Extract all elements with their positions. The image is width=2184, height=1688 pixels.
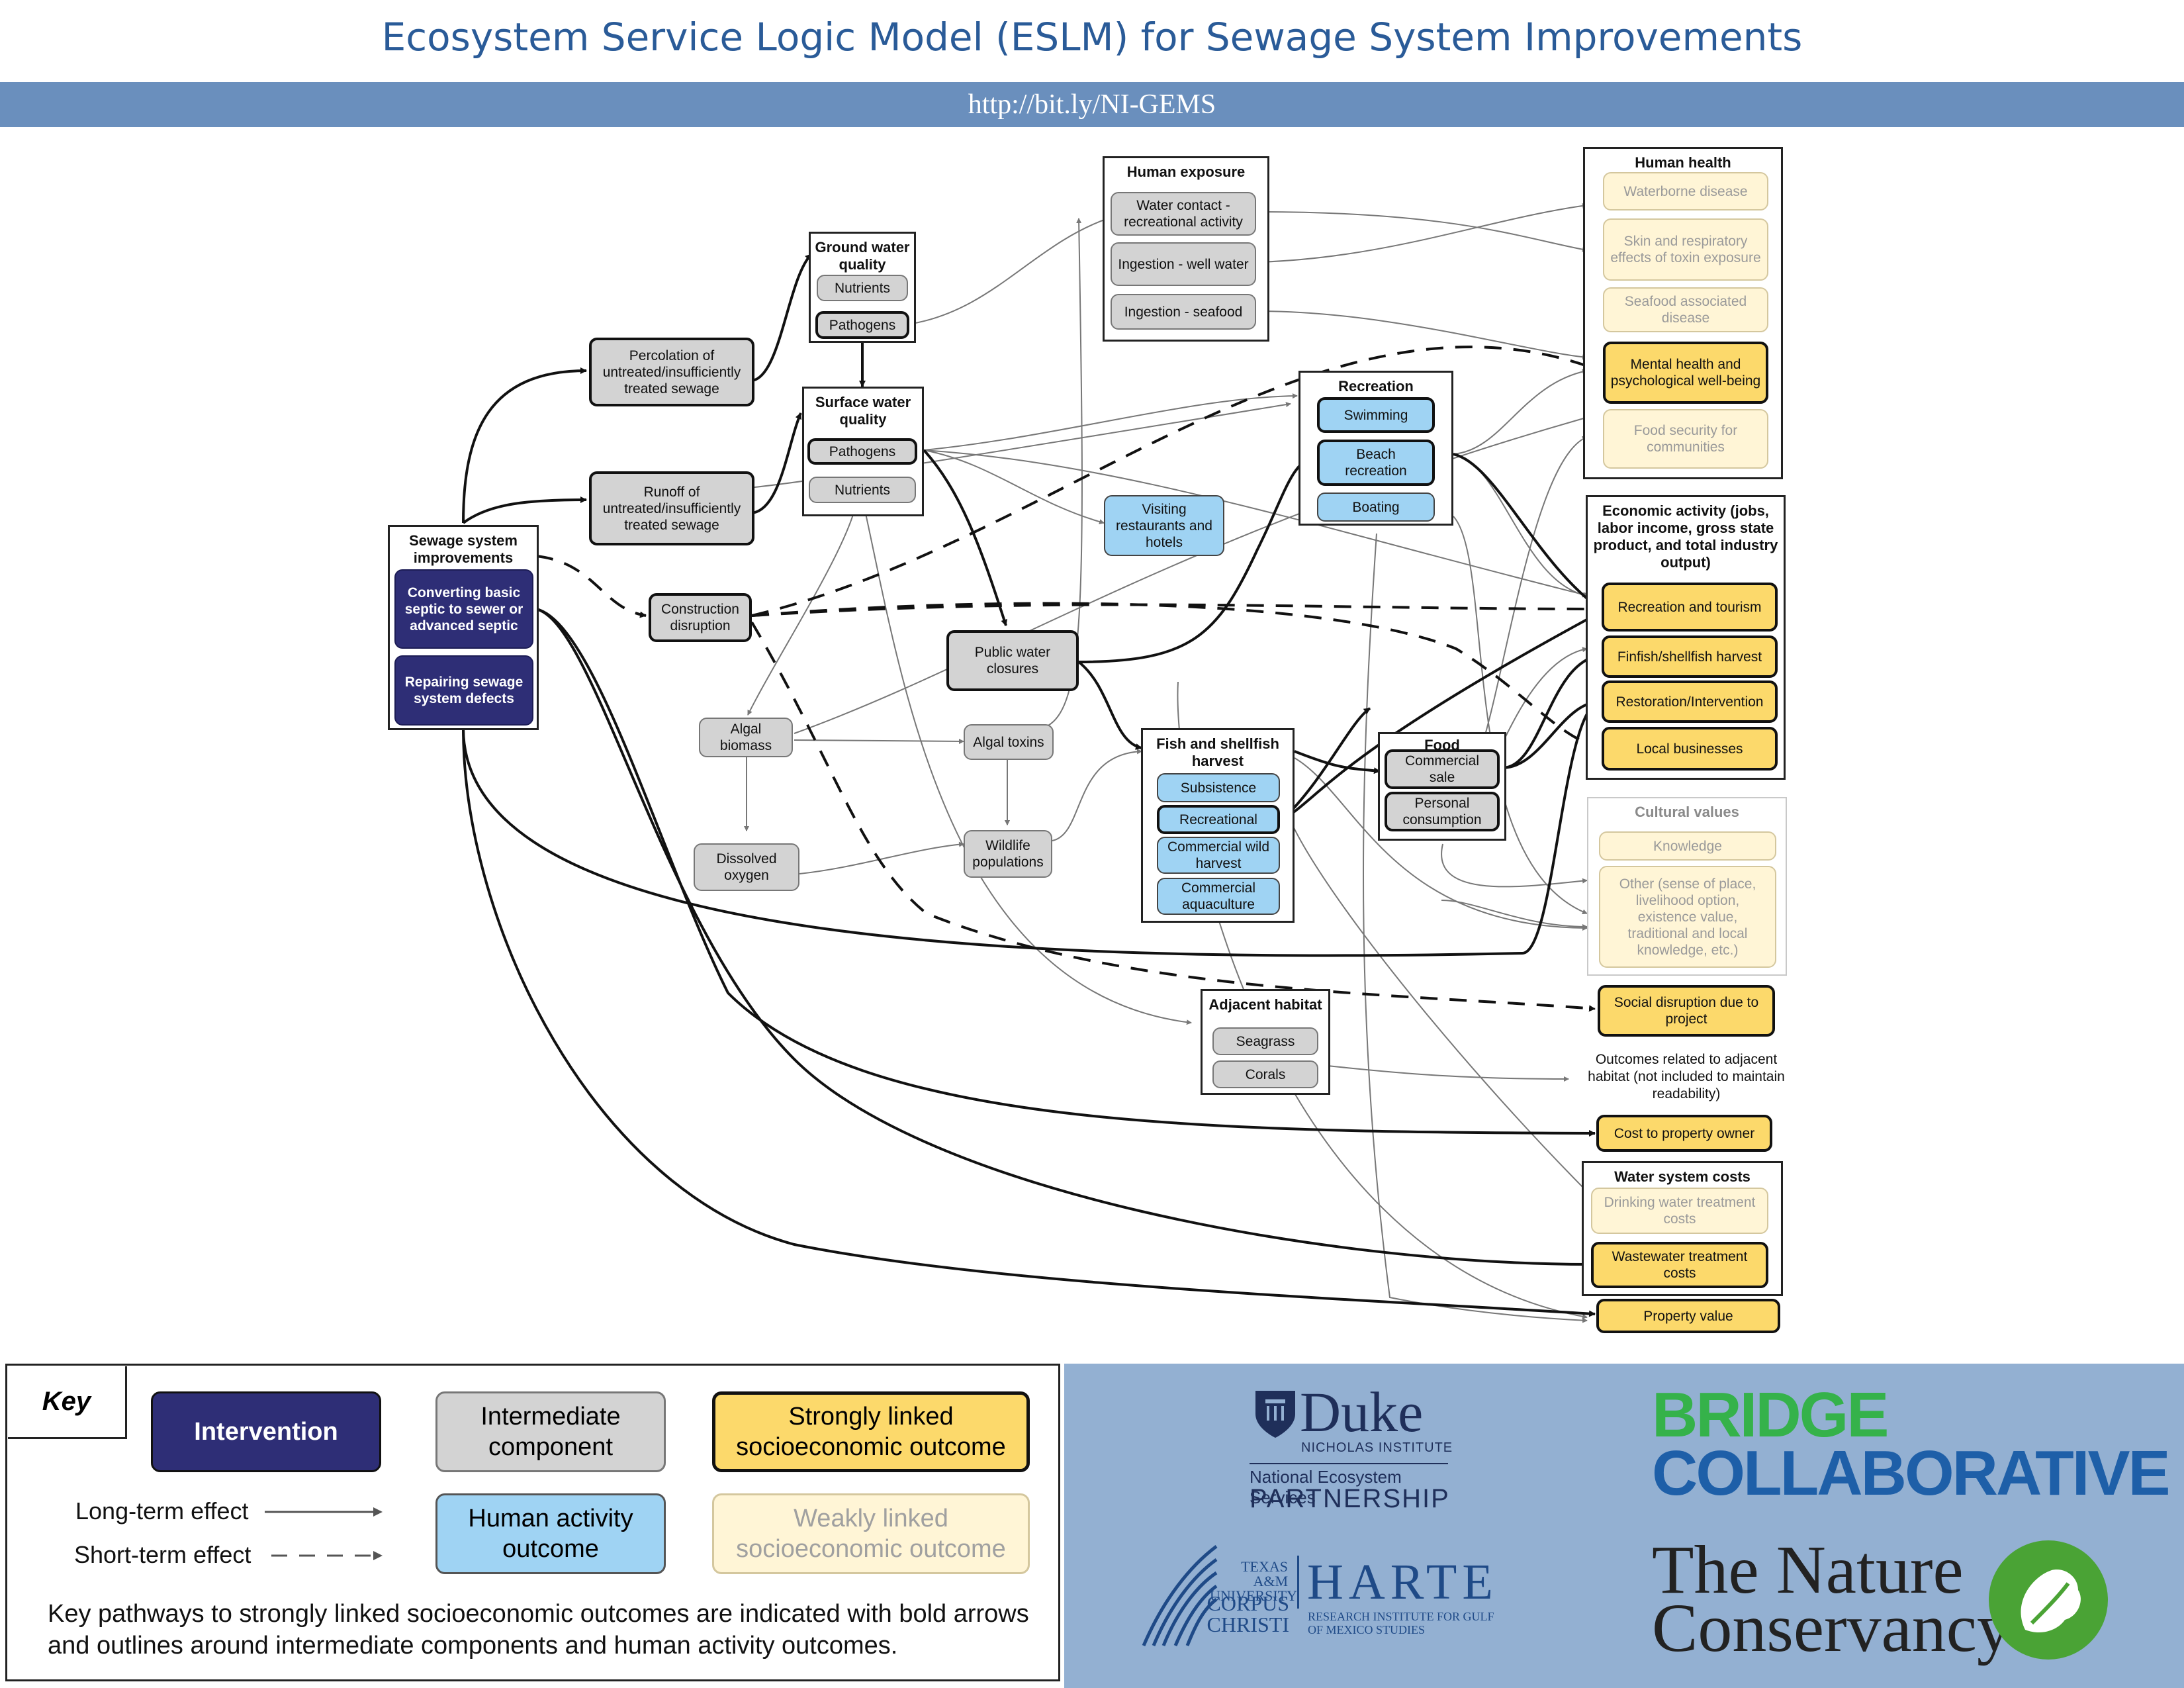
node-recreational[interactable]: Recreational <box>1157 805 1280 834</box>
tnc-leaf-icon <box>1989 1540 2108 1660</box>
node-percolation[interactable]: Percolation of untreated/insufficiently … <box>589 338 754 406</box>
node-drinking-water[interactable]: Drinking water treatment costs <box>1591 1188 1768 1234</box>
legend-title: Key <box>8 1366 127 1439</box>
legend-intervention: Intervention <box>151 1391 381 1472</box>
node-skin-respiratory[interactable]: Skin and respiratory effects of toxin ex… <box>1603 218 1768 281</box>
adjacent-habitat-note: Outcomes related to adjacent habitat (no… <box>1588 1052 1785 1102</box>
legend-long-term-label: Long-term effect <box>75 1497 249 1524</box>
legend-strong: Strongly linked socioeconomic outcome <box>712 1391 1030 1472</box>
node-swimming[interactable]: Swimming <box>1317 397 1435 433</box>
tamucc-wing-icon <box>1142 1545 1218 1646</box>
group-title: Recreation <box>1338 378 1414 395</box>
tamucc-line-2: CORPUS CHRISTI <box>1206 1591 1290 1636</box>
node-visiting-restaurants[interactable]: Visiting restaurants and hotels <box>1104 495 1224 556</box>
legend-human-activity: Human activity outcome <box>435 1493 666 1574</box>
node-corals[interactable]: Corals <box>1212 1060 1318 1088</box>
group-title: Ground water quality <box>815 239 910 273</box>
node-gw-pathogens[interactable]: Pathogens <box>815 311 909 339</box>
logo-panel: Duke NICHOLAS INSTITUTE National Ecosyst… <box>1064 1364 2184 1688</box>
node-finfish-harvest[interactable]: Finfish/shellfish harvest <box>1602 635 1778 678</box>
node-wildlife-populations[interactable]: Wildlife populations <box>964 830 1052 878</box>
group-title: Sewage system improvements <box>409 532 518 566</box>
node-ingestion-well[interactable]: Ingestion - well water <box>1111 242 1256 286</box>
node-seafood-disease[interactable]: Seafood associated disease <box>1603 287 1768 332</box>
page-title: Ecosystem Service Logic Model (ESLM) for… <box>381 15 1803 60</box>
group-title: Surface water quality <box>815 394 911 428</box>
tnc-line-1: The Nature <box>1652 1532 1964 1608</box>
node-seagrass[interactable]: Seagrass <box>1212 1027 1318 1055</box>
node-cost-property-owner[interactable]: Cost to property owner <box>1596 1115 1772 1152</box>
node-food-security[interactable]: Food security for communities <box>1603 409 1768 469</box>
node-sw-pathogens[interactable]: Pathogens <box>807 438 917 465</box>
node-gw-nutrients[interactable]: Nutrients <box>817 275 908 301</box>
group-title: Human exposure <box>1126 164 1246 180</box>
bridge-wordmark: BRIDGE <box>1652 1380 1889 1450</box>
node-boating[interactable]: Boating <box>1317 492 1435 522</box>
nesp-line-1: National Ecosystem Services <box>1250 1463 1448 1508</box>
node-repairing-defects[interactable]: Repairing sewage system defects <box>394 655 533 726</box>
legend-arrows <box>265 1507 383 1560</box>
legend-weak: Weakly linked socioeconomic outcome <box>712 1493 1030 1574</box>
node-construction-disruption[interactable]: Construction disruption <box>649 593 752 642</box>
duke-shield-icon <box>1255 1391 1295 1438</box>
node-commercial-sale[interactable]: Commercial sale <box>1385 749 1500 789</box>
duke-subtitle: NICHOLAS INSTITUTE <box>1301 1440 1453 1455</box>
nesp-line-2: PARTNERSHIP <box>1250 1484 1450 1513</box>
node-waterborne-disease[interactable]: Waterborne disease <box>1603 172 1768 211</box>
node-personal-consumption[interactable]: Personal consumption <box>1385 792 1500 831</box>
node-algal-toxins[interactable]: Algal toxins <box>964 724 1054 760</box>
harte-subtitle: RESEARCH INSTITUTE FOR GULF OF MEXICO ST… <box>1308 1610 1494 1636</box>
node-water-contact[interactable]: Water contact - recreational activity <box>1111 192 1256 236</box>
node-sw-nutrients[interactable]: Nutrients <box>809 477 916 503</box>
node-subsistence[interactable]: Subsistence <box>1157 773 1280 802</box>
group-title: Fish and shellfish harvest <box>1156 735 1279 769</box>
node-public-water-closures[interactable]: Public water closures <box>946 630 1079 691</box>
node-mental-health[interactable]: Mental health and psychological well-bei… <box>1603 342 1768 404</box>
node-wastewater-treatment[interactable]: Wastewater treatment costs <box>1591 1242 1768 1288</box>
node-algal-biomass[interactable]: Algal biomass <box>699 718 793 757</box>
node-commercial-aquaculture[interactable]: Commercial aquaculture <box>1157 878 1280 915</box>
group-title: Cultural values <box>1635 804 1739 820</box>
collaborative-wordmark: COLLABORATIVE <box>1652 1438 2171 1509</box>
url-banner[interactable]: http://bit.ly/NI-GEMS <box>0 82 2184 127</box>
duke-wordmark: Duke <box>1300 1380 1424 1444</box>
legend-note: Key pathways to strongly linked socioeco… <box>48 1600 1029 1660</box>
node-social-disruption[interactable]: Social disruption due to project <box>1598 985 1775 1037</box>
group-title: Human health <box>1635 154 1731 171</box>
node-recreation-tourism[interactable]: Recreation and tourism <box>1602 583 1778 632</box>
group-title: Water system costs <box>1614 1168 1751 1185</box>
node-property-value[interactable]: Property value <box>1596 1299 1780 1333</box>
group-title: Economic activity (jobs, labor income, g… <box>1593 502 1778 571</box>
tamucc-line-1: TEXAS A&M UNIVERSITY <box>1210 1558 1297 1604</box>
node-ingestion-seafood[interactable]: Ingestion - seafood <box>1111 294 1256 330</box>
node-converting-septic[interactable]: Converting basic septic to sewer or adva… <box>394 569 533 649</box>
node-beach-recreation[interactable]: Beach recreation <box>1317 440 1435 486</box>
node-runoff[interactable]: Runoff of untreated/insufficiently treat… <box>589 471 754 545</box>
legend-short-term-label: Short-term effect <box>74 1541 251 1568</box>
legend-intermediate: Intermediate component <box>435 1391 666 1472</box>
group-title: Adjacent habitat <box>1208 996 1322 1013</box>
node-dissolved-oxygen[interactable]: Dissolved oxygen <box>694 843 799 891</box>
node-local-businesses[interactable]: Local businesses <box>1602 727 1778 771</box>
node-knowledge[interactable]: Knowledge <box>1599 831 1776 861</box>
node-commercial-wild[interactable]: Commercial wild harvest <box>1157 837 1280 874</box>
node-restoration-intervention[interactable]: Restoration/Intervention <box>1602 680 1778 723</box>
node-other-cultural[interactable]: Other (sense of place, livelihood option… <box>1599 866 1776 968</box>
tnc-line-2: Conservancy <box>1652 1590 2011 1666</box>
harte-wordmark: HARTE <box>1297 1556 1498 1609</box>
